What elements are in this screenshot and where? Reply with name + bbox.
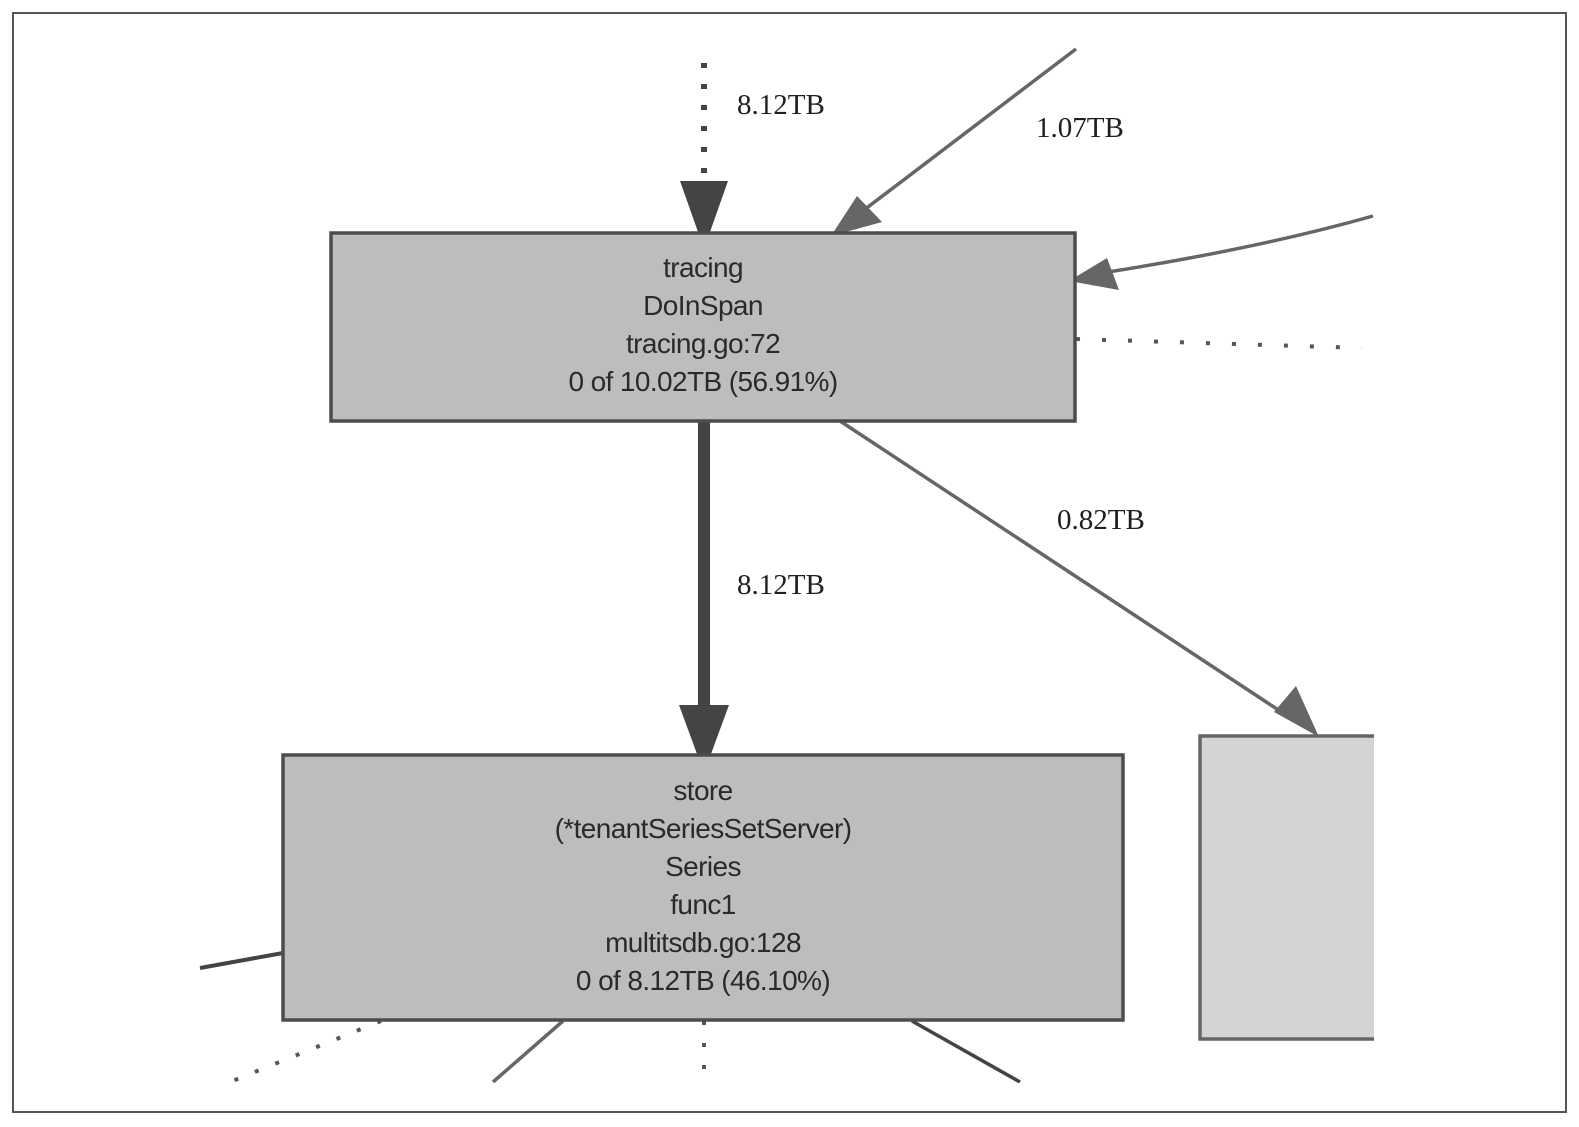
node-store-closure: func1 — [670, 889, 736, 920]
node-store-value: 0 of 8.12TB (46.10%) — [576, 965, 830, 996]
node-store-box — [281, 753, 1125, 1022]
node-tracing-location: tracing.go:72 — [626, 328, 780, 359]
edge-left-into-store — [199, 951, 284, 970]
node-tracing-value: 0 of 10.02TB (56.91%) — [568, 366, 837, 397]
edge-label-incoming-upper-right: 1.07TB — [1036, 112, 1124, 144]
node-tracing-doinspan[interactable]: tracing DoInSpan tracing.go:72 0 of 10.0… — [329, 231, 1077, 423]
node-tracing-package: tracing — [663, 252, 743, 283]
edge-label-incoming-top: 8.12TB — [737, 89, 825, 121]
edge-store-bottom-3 — [911, 1019, 1021, 1084]
edge-tracing-to-store-arrowhead — [679, 705, 729, 773]
edge-incoming-right — [1107, 214, 1374, 274]
crop-mask-bottom — [14, 1083, 1565, 1111]
edge-incoming-upper-right-arrowhead — [831, 196, 882, 236]
edge-incoming-right-arrowhead — [1069, 258, 1119, 290]
node-store-location: multitsdb.go:128 — [605, 927, 801, 958]
edge-tracing-to-partial — [839, 419, 1287, 717]
edge-incoming-top-arrowhead — [680, 181, 728, 249]
node-store-receiver: (*tenantSeriesSetServer) — [555, 813, 852, 844]
edge-label-tracing-to-partial: 0.82TB — [1057, 504, 1145, 536]
edge-store-bottom-left-dotted — [229, 1019, 382, 1084]
node-tracing-box — [329, 231, 1077, 423]
node-partial-box — [1198, 734, 1392, 1041]
node-store-package: store — [673, 775, 732, 806]
node-store-series-func1[interactable]: store (*tenantSeriesSetServer) Series fu… — [281, 753, 1125, 1022]
crop-mask-right — [1374, 14, 1565, 1111]
edge-store-bottom-1 — [491, 1019, 565, 1084]
node-partial-right[interactable] — [1198, 734, 1392, 1041]
edge-tracing-to-partial-arrowhead — [1274, 686, 1319, 737]
edge-incoming-upper-right — [862, 47, 1078, 212]
node-tracing-function: DoInSpan — [643, 290, 763, 321]
edge-label-tracing-to-store: 8.12TB — [737, 569, 825, 601]
node-store-function: Series — [665, 851, 741, 882]
